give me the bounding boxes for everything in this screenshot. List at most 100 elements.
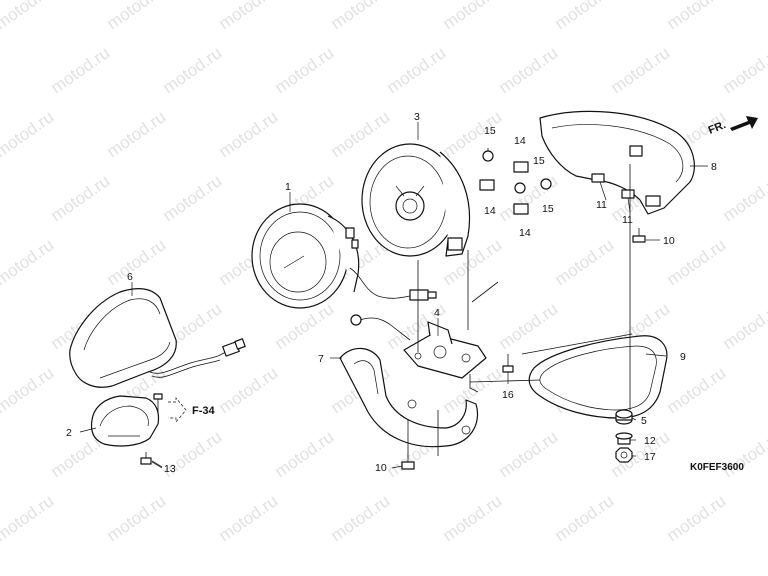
watermark-text: motod.ru — [103, 107, 169, 161]
callout-12: 12 — [644, 435, 656, 447]
watermark-text: motod.ru — [47, 171, 113, 225]
watermark-text: motod.ru — [327, 0, 393, 33]
callout-17: 17 — [644, 451, 656, 463]
watermark-text: motod.ru — [0, 0, 57, 33]
callout-4: 4 — [434, 307, 440, 319]
callout-15-c: 15 — [542, 203, 554, 215]
callout-1: 1 — [285, 181, 291, 193]
callout-11-b: 11 — [622, 214, 633, 226]
leader-lines — [79, 122, 708, 469]
watermark-text: motod.ru — [495, 43, 561, 97]
screw-15-b — [514, 182, 526, 194]
screw-10-upper — [632, 228, 646, 243]
clip-11-b — [621, 189, 635, 199]
callout-7: 7 — [318, 353, 324, 365]
watermark-text: motod.ru — [159, 43, 225, 97]
reference-label: F-34 — [192, 405, 216, 417]
watermark-text: motod.ru — [327, 491, 393, 545]
callout-16: 16 — [502, 389, 514, 401]
callout-14-b: 14 — [484, 205, 496, 217]
watermark-text: motod.ru — [719, 43, 768, 97]
watermark-text: motod.ru — [663, 363, 729, 417]
part-9-seal — [528, 335, 668, 419]
left-wire-harness — [149, 338, 246, 378]
watermark-text: motod.ru — [551, 0, 617, 33]
fastener-5 — [615, 409, 633, 425]
watermark-text: motod.ru — [551, 491, 617, 545]
watermark-text: motod.ru — [271, 427, 337, 481]
part-4-bracket — [403, 321, 487, 393]
watermark-text: motod.ru — [271, 43, 337, 97]
watermark-text: motod.ru — [0, 43, 1, 97]
clip-14-c — [513, 203, 529, 215]
watermark-text: motod.ru — [0, 171, 1, 225]
watermark-text: motod.ru — [103, 491, 169, 545]
direction-arrow-icon — [730, 116, 758, 131]
callout-14-a: 14 — [514, 135, 526, 147]
watermark-text: motod.ru — [0, 235, 57, 289]
watermark-text: motod.ru — [215, 491, 281, 545]
watermark-text: motod.ru — [495, 299, 561, 353]
callout-labels: 1 2 3 4 5 6 7 8 9 10 10 11 11 12 13 14 1… — [66, 111, 717, 475]
screw-13 — [140, 452, 163, 468]
part-6-cover — [69, 288, 177, 388]
callout-11-a: 11 — [596, 199, 607, 211]
part-2-unit — [90, 395, 160, 447]
diagram-code: K0FEF3600 — [690, 462, 744, 473]
clip-14-a — [513, 161, 529, 173]
headlight-wiring — [349, 267, 437, 341]
callout-5: 5 — [641, 415, 647, 427]
clip-14-b — [479, 179, 495, 191]
callout-9: 9 — [680, 351, 686, 363]
watermark-text: motod.ru — [495, 171, 561, 225]
watermark-text: motod.ru — [607, 43, 673, 97]
callout-13: 13 — [164, 463, 176, 475]
watermark-text: motod.ru — [159, 171, 225, 225]
callout-8: 8 — [711, 161, 717, 173]
watermark-text: motod.ru — [103, 0, 169, 33]
watermark-text: motod.ru — [0, 491, 57, 545]
part-7-stay — [339, 347, 478, 448]
callout-14-c: 14 — [519, 227, 531, 239]
callout-15-b: 15 — [533, 155, 545, 167]
screw-10-lower — [401, 454, 415, 470]
callout-15-a: 15 — [484, 125, 496, 137]
watermark-text: motod.ru — [215, 363, 281, 417]
part-8-visor — [539, 110, 695, 215]
callout-3: 3 — [414, 111, 420, 123]
watermark-text: motod.ru — [215, 0, 281, 33]
watermark-text: motod.ru — [719, 171, 768, 225]
watermark-text: motod.ru — [215, 107, 281, 161]
watermark-text: motod.ru — [47, 43, 113, 97]
watermark-text: motod.ru — [663, 0, 729, 33]
watermark-text: motod.ru — [0, 427, 1, 481]
watermark-text: motod.ru — [719, 299, 768, 353]
watermark-text: motod.ru — [0, 107, 57, 161]
callout-6: 6 — [127, 271, 133, 283]
watermark-text: motod.ru — [103, 235, 169, 289]
fastener-12 — [615, 432, 633, 445]
screw-15-a — [482, 148, 494, 162]
reference-arrow — [168, 397, 187, 423]
watermark-text: motod.ru — [719, 427, 768, 481]
screw-part-6 — [153, 393, 163, 414]
watermark-text: motod.ru — [663, 491, 729, 545]
watermark-text: motod.ru — [0, 363, 57, 417]
watermark-text: motod.ru — [495, 427, 561, 481]
watermark-text: motod.ru — [551, 235, 617, 289]
screw-15-c — [540, 178, 552, 190]
callout-10-lower: 10 — [375, 462, 387, 474]
watermark-text: motod.ru — [439, 491, 505, 545]
screw-16 — [502, 354, 514, 373]
watermark-text: motod.ru — [439, 0, 505, 33]
watermark-text: motod.ru — [383, 43, 449, 97]
watermark-text: motod.ru — [0, 299, 1, 353]
clip-11-a — [591, 173, 605, 183]
fastener-17 — [615, 447, 633, 463]
part-3-case — [361, 143, 471, 257]
callout-2: 2 — [66, 427, 72, 439]
callout-10-upper: 10 — [663, 235, 675, 247]
part-1-headlight — [251, 203, 360, 309]
